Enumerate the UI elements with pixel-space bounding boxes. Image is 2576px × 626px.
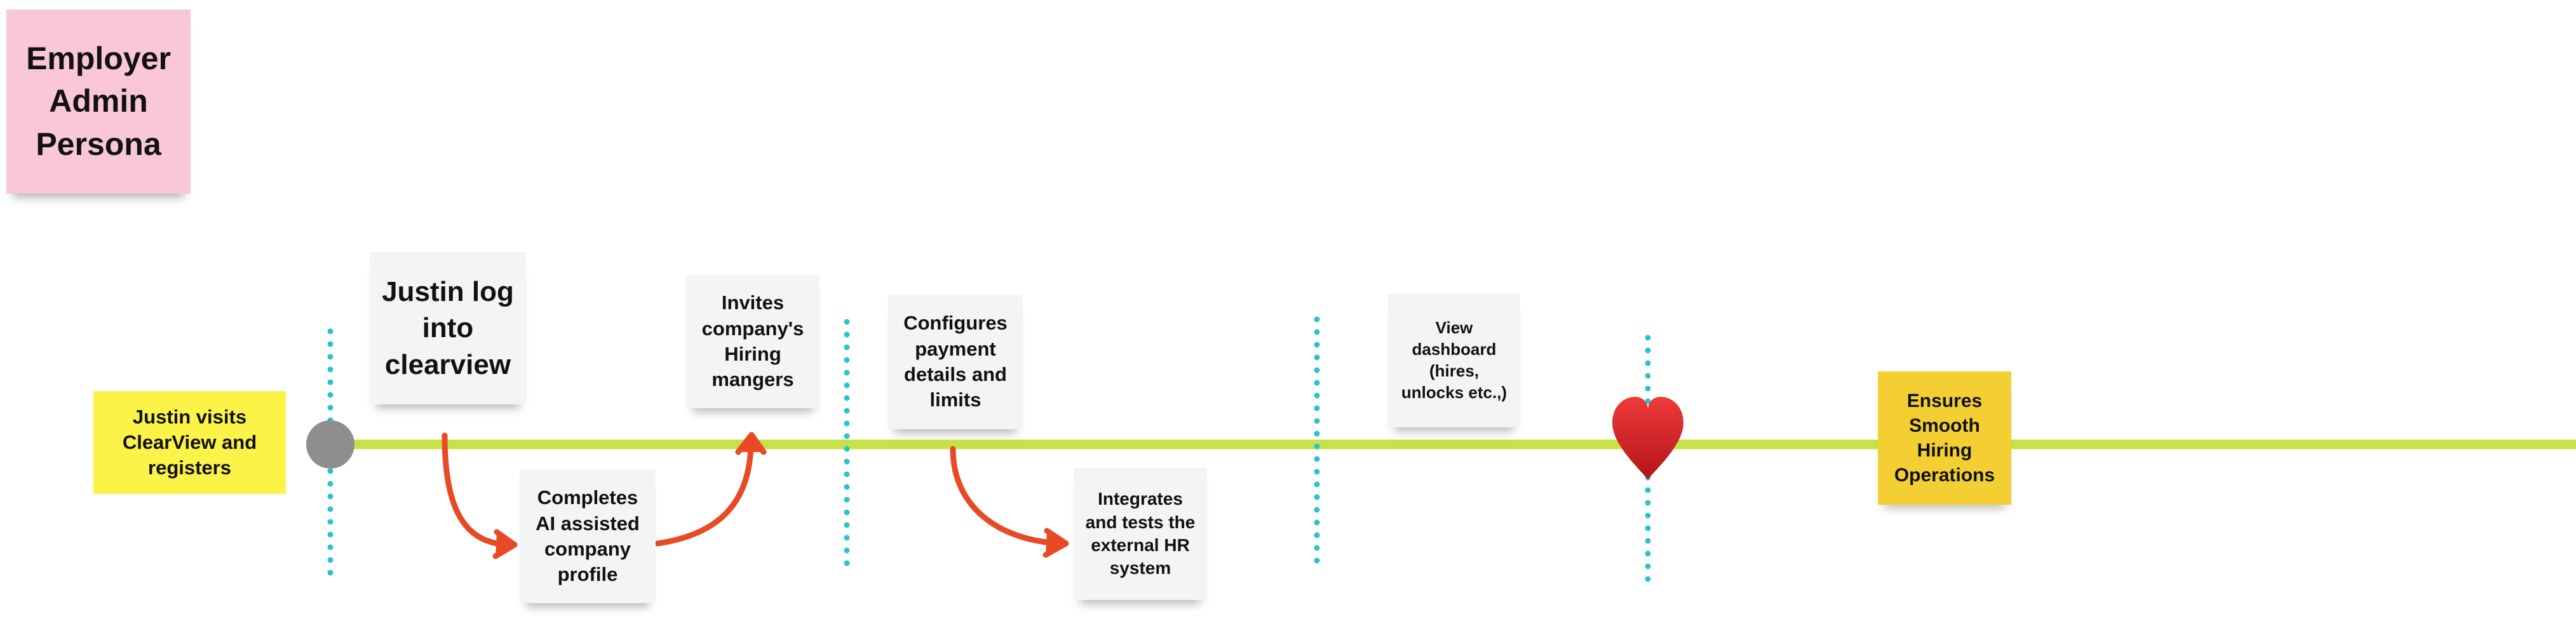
flow-arrow xyxy=(950,446,1069,558)
dashboard-note-text: View dashboard (hires, unlocks etc.,) xyxy=(1401,318,1507,402)
invite-note-text: Invites company's Hiring mangers xyxy=(701,291,804,391)
payment-note-text: Configures payment details and limits xyxy=(903,312,1008,411)
circle-marker-icon xyxy=(306,420,354,469)
start-note: Justin visits ClearView and registers xyxy=(93,391,286,494)
login-note-text: Justin log into clearview xyxy=(382,276,514,380)
persona-label: Employer Admin Persona xyxy=(26,40,171,162)
login-note: Justin log into clearview xyxy=(370,252,526,404)
flow-arrow xyxy=(442,432,518,559)
payment-note: Configures payment details and limits xyxy=(888,295,1023,429)
start-note-text: Justin visits ClearView and registers xyxy=(122,405,257,479)
flow-arrow xyxy=(654,432,767,547)
dashboard-note: View dashboard (hires, unlocks etc.,) xyxy=(1388,294,1520,427)
integrate-note: Integrates and tests the external HR sys… xyxy=(1074,468,1207,600)
end-note: Ensures Smooth Hiring Operations xyxy=(1878,371,2011,505)
profile-note: Completes AI assisted company profile xyxy=(520,470,656,603)
persona-note: Employer Admin Persona xyxy=(6,10,191,194)
invite-note: Invites company's Hiring mangers xyxy=(686,275,819,408)
end-note-text: Ensures Smooth Hiring Operations xyxy=(1894,390,1995,486)
profile-note-text: Completes AI assisted company profile xyxy=(536,486,640,586)
heart-icon xyxy=(1612,397,1683,479)
integrate-note-text: Integrates and tests the external HR sys… xyxy=(1085,489,1196,578)
